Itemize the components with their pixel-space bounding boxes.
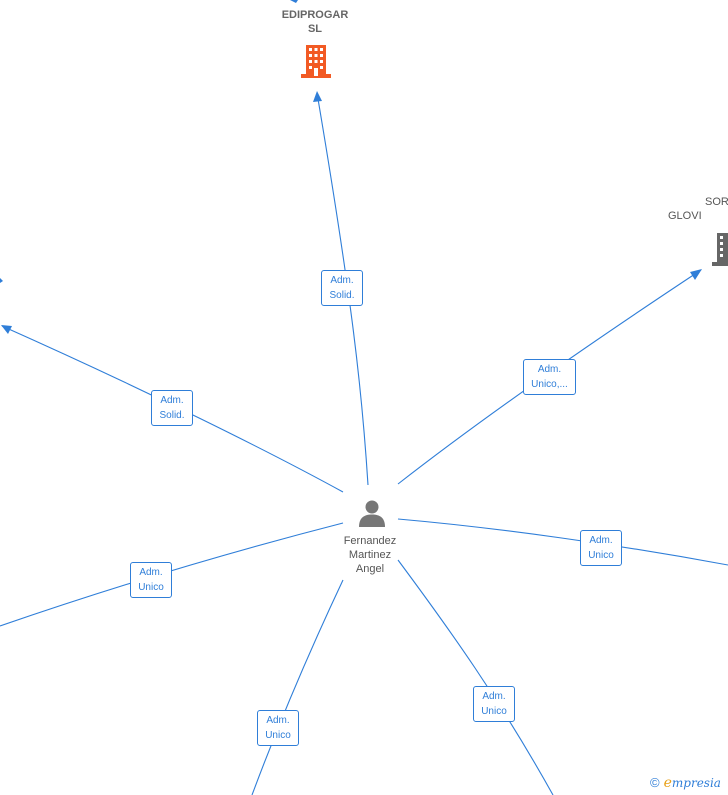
person-icon[interactable] — [357, 498, 387, 528]
relation-type: Unico,... — [531, 379, 568, 390]
relation-type: Unico — [481, 706, 507, 717]
company-name-line-1: EDIPROGAR — [281, 9, 349, 21]
brand-name: mpresia — [671, 776, 721, 790]
edge-ediprogar — [316, 92, 369, 486]
edge-bottom-right — [397, 559, 554, 795]
relation-role: Adm. — [482, 691, 506, 702]
person-label-center[interactable]: Fernandez Martinez Angel — [322, 534, 418, 576]
company-name-line-2: GLOVI — [668, 210, 702, 222]
edge-bottom-left — [251, 579, 344, 795]
arrowhead-offscreen-top — [290, 0, 298, 3]
company-label-sor-glovi[interactable]: SOR GLOVI — [668, 195, 728, 223]
relation-type: Unico — [265, 730, 291, 741]
edge-right — [397, 518, 728, 566]
edge-left-upper — [1, 325, 344, 493]
arrowhead-offscreen-left — [0, 278, 3, 283]
person-name-line-2: Martinez — [348, 549, 392, 561]
building-icon[interactable] — [300, 42, 332, 78]
relation-label-bottom-left[interactable]: Adm. Unico — [257, 710, 299, 746]
brand-logo-letter: e — [663, 775, 672, 791]
relation-label-ediprogar[interactable]: Adm. Solid. — [321, 270, 363, 306]
relation-label-left-upper[interactable]: Adm. Solid. — [151, 390, 193, 426]
relation-type: Solid. — [159, 410, 185, 421]
company-name-line-2: SL — [307, 23, 323, 35]
relation-label-sor-glovi[interactable]: Adm. Unico,... — [523, 359, 576, 395]
brand-watermark: ©empresia — [650, 775, 721, 791]
relation-type: Unico — [138, 582, 164, 593]
relation-label-bottom-right[interactable]: Adm. Unico — [473, 686, 515, 722]
relation-role: Adm. — [589, 535, 613, 546]
person-name-line-3: Angel — [355, 563, 385, 575]
arrowhead-left-upper — [1, 325, 12, 334]
relation-type: Unico — [588, 550, 614, 561]
relation-role: Adm. — [160, 395, 184, 406]
relation-role: Adm. — [537, 364, 562, 375]
building-icon[interactable] — [712, 230, 728, 266]
company-name-line-1: SOR — [705, 196, 728, 208]
relation-role: Adm. — [139, 567, 163, 578]
company-label-ediprogar[interactable]: EDIPROGAR SL — [263, 8, 367, 36]
relation-label-left-lower[interactable]: Adm. Unico — [130, 562, 172, 598]
relation-label-right[interactable]: Adm. Unico — [580, 530, 622, 566]
copyright-icon: © — [650, 775, 660, 790]
relation-role: Adm. — [330, 275, 354, 286]
relation-type: Solid. — [329, 290, 355, 301]
arrowhead-sor-glovi — [690, 269, 702, 280]
arrowhead-ediprogar — [313, 91, 322, 102]
relation-role: Adm. — [266, 715, 290, 726]
person-name-line-1: Fernandez — [343, 535, 397, 547]
